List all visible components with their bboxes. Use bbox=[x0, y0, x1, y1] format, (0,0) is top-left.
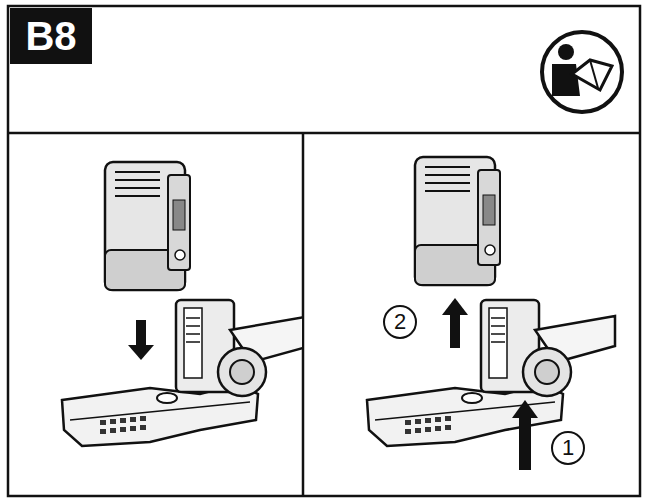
callout-circle: 2 bbox=[383, 305, 417, 339]
step-title: B8 bbox=[25, 16, 76, 56]
callout-circle: 1 bbox=[551, 431, 585, 465]
step-badge: B8 bbox=[10, 8, 92, 64]
callout-number: 1 bbox=[562, 437, 574, 459]
callout-number: 2 bbox=[394, 311, 406, 333]
